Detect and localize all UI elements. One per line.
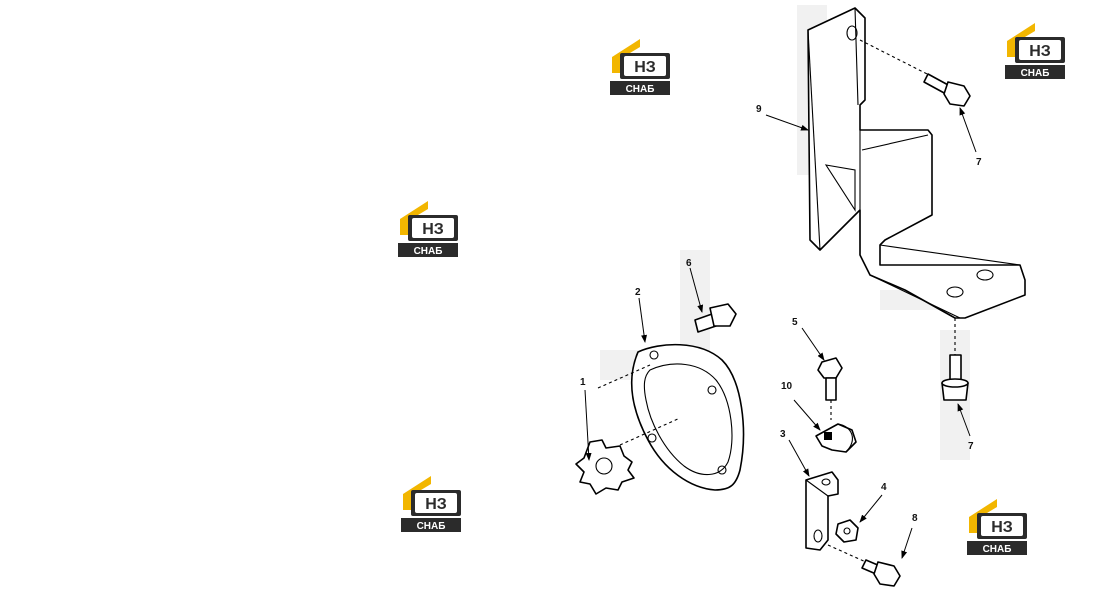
- callout-7-top: 7: [976, 157, 982, 168]
- watermark-logo-2: НЗ СНАБ: [1005, 23, 1065, 79]
- part-5-bolt: [817, 357, 843, 420]
- callout-6: 6: [686, 258, 692, 269]
- watermark-logo-3: НЗ СНАБ: [398, 201, 458, 257]
- part-7-bolt-top: [859, 39, 971, 107]
- part-3-small-bracket: [805, 471, 839, 551]
- part-8-bolt: [827, 544, 901, 587]
- callout-4: 4: [881, 482, 887, 493]
- watermark-logo-5: НЗ СНАБ: [967, 499, 1027, 555]
- logo-subtext: СНАБ: [414, 246, 443, 257]
- callout-9: 9: [756, 104, 762, 115]
- part-9-mounting-bracket: [807, 7, 1026, 319]
- watermark-logo-4: НЗ СНАБ: [401, 476, 461, 532]
- callout-8: 8: [912, 513, 918, 524]
- logo-letters: НЗ: [425, 496, 447, 513]
- logo-letters: НЗ: [634, 59, 656, 76]
- watermark-logo-1: НЗ СНАБ: [610, 39, 670, 95]
- callout-labels: 1 2 3 4 5 6 7 7 8 9 10: [580, 104, 982, 524]
- logo-letters: НЗ: [991, 519, 1013, 536]
- leader-lines: [584, 107, 977, 559]
- callout-2: 2: [635, 287, 641, 298]
- logo-subtext: СНАБ: [626, 84, 655, 95]
- logo-subtext: СНАБ: [417, 521, 446, 532]
- part-1-coupling-spider: [575, 439, 635, 495]
- logo-subtext: СНАБ: [983, 544, 1012, 555]
- logo-letters: НЗ: [1029, 43, 1051, 60]
- part-7-bolt-bottom: [941, 318, 969, 401]
- logo-subtext: СНАБ: [1021, 68, 1050, 79]
- callout-10: 10: [781, 381, 793, 392]
- callout-5: 5: [792, 317, 798, 328]
- logo-letters: НЗ: [422, 221, 444, 238]
- callout-7-bottom: 7: [968, 441, 974, 452]
- callout-1: 1: [580, 377, 586, 388]
- part-4-nut: [835, 519, 859, 543]
- part-10-clip: [815, 423, 857, 453]
- part-6-bolt: [694, 303, 737, 333]
- callout-3: 3: [780, 429, 786, 440]
- part-2-gasket: [597, 343, 745, 491]
